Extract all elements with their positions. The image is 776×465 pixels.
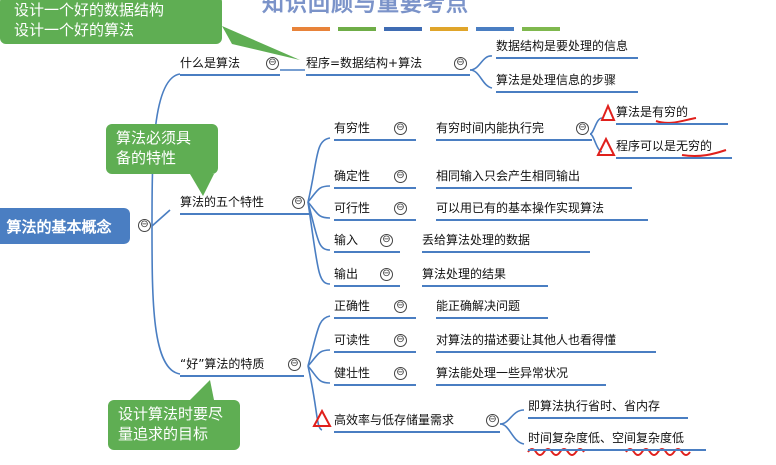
node-readability-desc[interactable]: 对算法的描述要让其他人也看得懂	[436, 332, 656, 353]
collapse-icon[interactable]: ⊖	[380, 234, 393, 247]
callout-goal: 设计算法时要尽 量追求的目标	[108, 400, 240, 450]
strip-segment	[522, 27, 560, 31]
node-determinism[interactable]: 确定性	[334, 168, 416, 189]
node-robustness-desc[interactable]: 算法能处理一些异常状况	[436, 365, 606, 386]
collapse-icon[interactable]: ⊖	[486, 414, 499, 427]
callout-traits: 算法必须具 备的特性	[106, 124, 218, 174]
callout-line: 量追求的目标	[118, 425, 209, 443]
node-program-infinite[interactable]: 程序可以是无穷的	[616, 138, 732, 159]
node-output-desc[interactable]: 算法处理的结果	[422, 266, 548, 287]
collapse-icon[interactable]: ⊖	[576, 122, 589, 135]
node-feasibility[interactable]: 可行性	[334, 200, 416, 221]
collapse-icon[interactable]: ⊖	[380, 268, 393, 281]
collapse-icon[interactable]: ⊖	[292, 196, 305, 209]
node-input-desc[interactable]: 丢给算法处理的数据	[422, 232, 590, 253]
collapse-icon[interactable]: ⊖	[394, 367, 407, 380]
collapse-icon[interactable]: ⊖	[394, 202, 407, 215]
strip-segment	[430, 27, 468, 31]
callout-design-goal: 设计一个好的数据结构 设计一个好的算法	[0, 0, 222, 44]
collapse-icon[interactable]: ⊖	[288, 358, 301, 371]
node-data-structure-info[interactable]: 数据结构是要处理的信息	[496, 38, 638, 59]
node-feasibility-desc[interactable]: 可以用已有的基本操作实现算法	[436, 200, 648, 221]
node-formula[interactable]: 程序=数据结构+算法	[306, 55, 470, 76]
node-efficiency-save[interactable]: 即算法执行省时、省内存	[528, 398, 688, 419]
collapse-icon[interactable]: ⊖	[394, 300, 407, 313]
node-what-is-algorithm[interactable]: 什么是算法	[180, 55, 280, 76]
node-five-characteristics[interactable]: 算法的五个特性	[180, 194, 310, 215]
node-good-algorithm[interactable]: “好”算法的特质	[180, 356, 304, 377]
node-robustness[interactable]: 健壮性	[334, 365, 416, 386]
callout-line: 设计一个好的数据结构	[14, 1, 165, 19]
callout-line: 备的特性	[116, 149, 177, 167]
node-algorithm-finite[interactable]: 算法是有穷的	[616, 104, 728, 125]
callout-line: 算法必须具	[116, 129, 192, 147]
node-input[interactable]: 输入	[334, 232, 400, 253]
node-efficiency-complexity[interactable]: 时间复杂度低、空间复杂度低	[528, 430, 706, 451]
root-node[interactable]: 算法的基本概念	[0, 208, 130, 244]
node-algorithm-steps[interactable]: 算法是处理信息的步骤	[496, 72, 638, 93]
strip-segment	[384, 27, 422, 31]
node-efficiency[interactable]: 高效率与低存储量需求	[334, 412, 500, 433]
collapse-icon[interactable]: ⊖	[394, 122, 407, 135]
collapse-icon[interactable]: ⊖	[138, 219, 151, 232]
node-output[interactable]: 输出	[334, 266, 400, 287]
node-finiteness-desc[interactable]: 有穷时间内能执行完	[436, 120, 592, 141]
node-correctness[interactable]: 正确性	[334, 298, 416, 319]
collapse-icon[interactable]: ⊖	[454, 57, 467, 70]
strip-segment	[338, 27, 376, 31]
collapse-icon[interactable]: ⊖	[394, 170, 407, 183]
strip-segment	[292, 27, 330, 31]
node-finiteness[interactable]: 有穷性	[334, 120, 416, 141]
node-correctness-desc[interactable]: 能正确解决问题	[436, 298, 548, 319]
callout-line: 设计算法时要尽	[118, 405, 224, 423]
collapse-icon[interactable]: ⊖	[394, 334, 407, 347]
callout-line: 设计一个好的算法	[14, 21, 135, 39]
node-determinism-desc[interactable]: 相同输入只会产生相同输出	[436, 168, 632, 189]
strip-segment	[476, 27, 514, 31]
node-readability[interactable]: 可读性	[334, 332, 416, 353]
color-strip	[292, 27, 560, 31]
page-title: 知识回顾与重要考点	[262, 0, 470, 17]
collapse-icon[interactable]: ⊖	[266, 57, 279, 70]
